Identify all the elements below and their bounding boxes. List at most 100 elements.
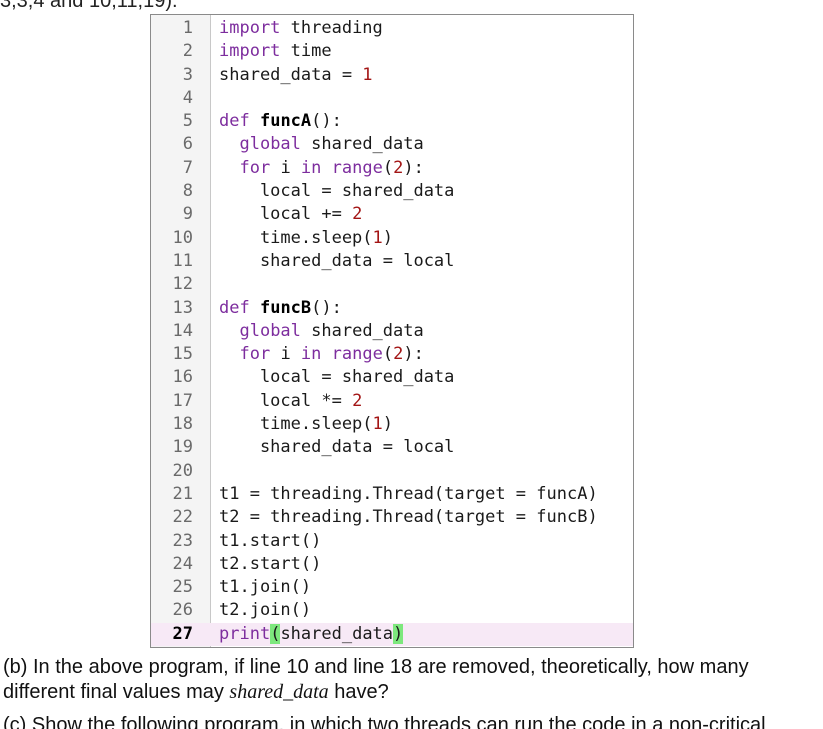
code-token: ): bbox=[403, 344, 424, 365]
line-number: 24 bbox=[172, 553, 193, 574]
question-b-text: (b) In the above program, if line 10 and… bbox=[3, 656, 749, 703]
code-text: import threading bbox=[219, 17, 383, 40]
code-token: (): bbox=[311, 111, 342, 132]
code-token: 2 bbox=[352, 204, 363, 225]
line-number: 13 bbox=[172, 297, 193, 318]
code-token: ( bbox=[382, 344, 394, 365]
code-line: 27 print(shared_data) bbox=[151, 622, 633, 647]
header-fragment: 3,3,4 and 10,11,19). bbox=[0, 0, 178, 12]
line-number: 7 bbox=[182, 157, 193, 178]
code-line: 17 local *= 2 bbox=[151, 390, 633, 413]
code-text: local = shared_data bbox=[219, 180, 454, 203]
code-token: global bbox=[239, 134, 301, 155]
code-token: local = shared_data bbox=[219, 181, 455, 202]
code-token: shared_data bbox=[300, 134, 424, 155]
code-token: def bbox=[219, 111, 250, 132]
line-number: 19 bbox=[172, 437, 193, 458]
line-number: 23 bbox=[172, 530, 193, 551]
line-number: 21 bbox=[172, 483, 193, 504]
line-number: 16 bbox=[172, 367, 193, 388]
code-text: t1.start() bbox=[219, 530, 321, 553]
code-text: shared_data = 1 bbox=[219, 64, 373, 87]
code-token: 2 bbox=[352, 390, 363, 411]
code-token: t2 = threading.Thread(target = funcB) bbox=[219, 507, 598, 528]
code-text: local = shared_data bbox=[219, 366, 454, 389]
code-token bbox=[321, 344, 331, 364]
code-token bbox=[219, 158, 239, 178]
code-token: ( bbox=[382, 157, 394, 178]
code-token: shared_data = bbox=[219, 64, 363, 85]
code-text: t2.join() bbox=[219, 599, 311, 622]
code-text: time.sleep(1) bbox=[219, 413, 393, 436]
line-number: 18 bbox=[172, 414, 193, 435]
code-token: t1 = threading.Thread(target = funcA) bbox=[219, 483, 598, 504]
code-token: 1 bbox=[372, 414, 383, 435]
line-number: 1 bbox=[182, 18, 193, 38]
code-text: t1 = threading.Thread(target = funcA) bbox=[219, 483, 598, 506]
line-number: 15 bbox=[172, 344, 193, 365]
code-token: shared_data bbox=[300, 320, 424, 341]
code-token: for bbox=[239, 157, 271, 178]
code-text: t2.start() bbox=[219, 553, 321, 576]
code-token: funcA bbox=[259, 111, 312, 132]
line-number: 27 bbox=[172, 623, 193, 644]
code-token: local += bbox=[219, 204, 353, 225]
code-line: 12 bbox=[151, 273, 633, 296]
line-number: 26 bbox=[172, 600, 193, 621]
line-number: 22 bbox=[172, 507, 193, 528]
code-text: global shared_data bbox=[219, 133, 424, 156]
code-line: 8 local = shared_data bbox=[151, 180, 633, 203]
code-token: local = shared_data bbox=[219, 367, 455, 388]
line-number-gutter bbox=[151, 15, 211, 647]
code-text: for i in range(2): bbox=[219, 157, 423, 180]
line-number: 5 bbox=[182, 111, 193, 132]
code-token bbox=[321, 158, 331, 178]
code-token bbox=[250, 111, 260, 131]
code-token: global bbox=[239, 320, 301, 341]
code-text: local += 2 bbox=[219, 203, 362, 226]
line-number: 20 bbox=[172, 460, 193, 481]
code-text: t1.join() bbox=[219, 576, 311, 599]
code-token: 2 bbox=[393, 344, 404, 365]
code-token: 2 bbox=[393, 157, 404, 178]
code-token: shared_data bbox=[280, 623, 394, 644]
code-text: shared_data = local bbox=[219, 436, 454, 459]
code-token: 1 bbox=[372, 227, 383, 248]
line-number: 3 bbox=[182, 64, 193, 85]
code-text: print(shared_data) bbox=[219, 623, 404, 646]
code-token: ) bbox=[393, 623, 404, 644]
code-line: 7 for i in range(2): bbox=[151, 157, 633, 180]
code-token: print bbox=[219, 623, 271, 644]
line-number: 10 bbox=[172, 227, 193, 248]
code-line: 9 local += 2 bbox=[151, 203, 633, 226]
code-token bbox=[219, 321, 239, 341]
code-line: 21 t1 = threading.Thread(target = funcA) bbox=[151, 483, 633, 506]
code-line: 18 time.sleep(1) bbox=[151, 413, 633, 436]
code-line: 5 def funcA(): bbox=[151, 110, 633, 133]
code-text: time.sleep(1) bbox=[219, 227, 393, 250]
code-line: 14 global shared_data bbox=[151, 320, 633, 343]
code-token: range bbox=[331, 344, 383, 365]
code-token: (): bbox=[311, 297, 342, 318]
line-number: 17 bbox=[172, 390, 193, 411]
code-text: local *= 2 bbox=[219, 390, 362, 413]
code-token: i bbox=[270, 157, 301, 178]
code-token: t2.start() bbox=[219, 553, 322, 574]
code-text: def funcB(): bbox=[219, 297, 342, 320]
code-text: shared_data = local bbox=[219, 250, 454, 273]
code-token: for bbox=[239, 344, 271, 365]
code-token: range bbox=[331, 157, 383, 178]
code-token bbox=[219, 344, 239, 364]
code-token bbox=[219, 134, 239, 154]
question-c-fragment: (c) Show the following program, in which… bbox=[3, 714, 766, 729]
code-line: 6 global shared_data bbox=[151, 133, 633, 156]
code-line: 24 t2.start() bbox=[151, 553, 633, 576]
code-line: 26 t2.join() bbox=[151, 599, 633, 622]
line-number: 6 bbox=[182, 134, 193, 155]
code-token: funcB bbox=[259, 297, 312, 318]
line-number: 4 bbox=[182, 87, 193, 108]
code-line: 13 def funcB(): bbox=[151, 297, 633, 320]
